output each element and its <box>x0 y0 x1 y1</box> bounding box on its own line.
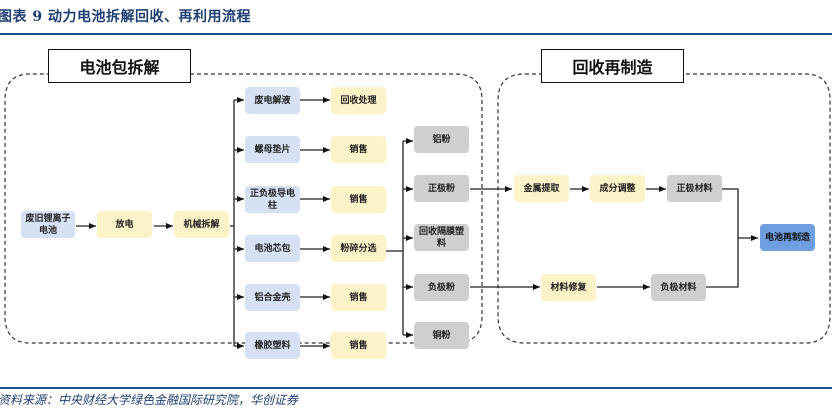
source-note: 资料来源：中央财经大学绿色金融国际研究院，华创证券 <box>0 393 299 407</box>
node-anode-material: 负极材料 <box>651 274 706 301</box>
node-cell-pack: 电池芯包 <box>245 235 300 262</box>
node-composition-adjust: 成分调整 <box>590 175 645 202</box>
bottom-rule <box>0 387 832 389</box>
node-crush-sort: 粉碎分选 <box>331 235 386 262</box>
node-sell-1: 销售 <box>331 136 386 163</box>
node-separator-plastic: 回收隔膜塑料 <box>414 224 469 251</box>
section-label-remanufacture: 回收再制造 <box>541 49 684 83</box>
node-mech-disassembly: 机械拆解 <box>174 211 229 238</box>
node-waste-electrolyte: 废电解液 <box>245 87 300 114</box>
node-battery-remanufacture: 电池再制造 <box>760 224 815 251</box>
node-metal-extract: 金属提取 <box>514 175 569 202</box>
node-material-repair: 材料修复 <box>541 274 596 301</box>
node-waste-battery: 废旧锂离子电池 <box>21 211 75 238</box>
node-sell-2: 销售 <box>331 186 386 213</box>
node-discharge: 放电 <box>97 211 152 238</box>
node-terminal-post: 正负极导电柱 <box>245 186 300 213</box>
section-label-disassembly: 电池包拆解 <box>48 49 191 83</box>
join-cathode <box>706 188 739 288</box>
node-cathode-material: 正极材料 <box>667 175 722 202</box>
node-sell-3: 销售 <box>331 284 386 311</box>
node-sell-4: 销售 <box>331 332 386 359</box>
top-rule <box>0 33 832 35</box>
node-recycle-treat: 回收处理 <box>331 87 386 114</box>
disassembly-container <box>4 73 483 344</box>
node-copper-powder: 铜粉 <box>414 322 469 349</box>
node-cathode-powder: 正极粉 <box>414 175 469 202</box>
node-anode-powder: 负极粉 <box>414 274 469 301</box>
node-alu-powder: 铝粉 <box>414 126 469 153</box>
figure-title: 图表 9 动力电池拆解回收、再利用流程 <box>0 9 251 25</box>
node-alu-shell: 铝合金壳 <box>245 284 300 311</box>
node-nut-washer: 螺母垫片 <box>245 136 300 163</box>
remanufacture-container <box>497 73 831 344</box>
node-rubber-plastic: 橡胶塑料 <box>245 332 300 359</box>
